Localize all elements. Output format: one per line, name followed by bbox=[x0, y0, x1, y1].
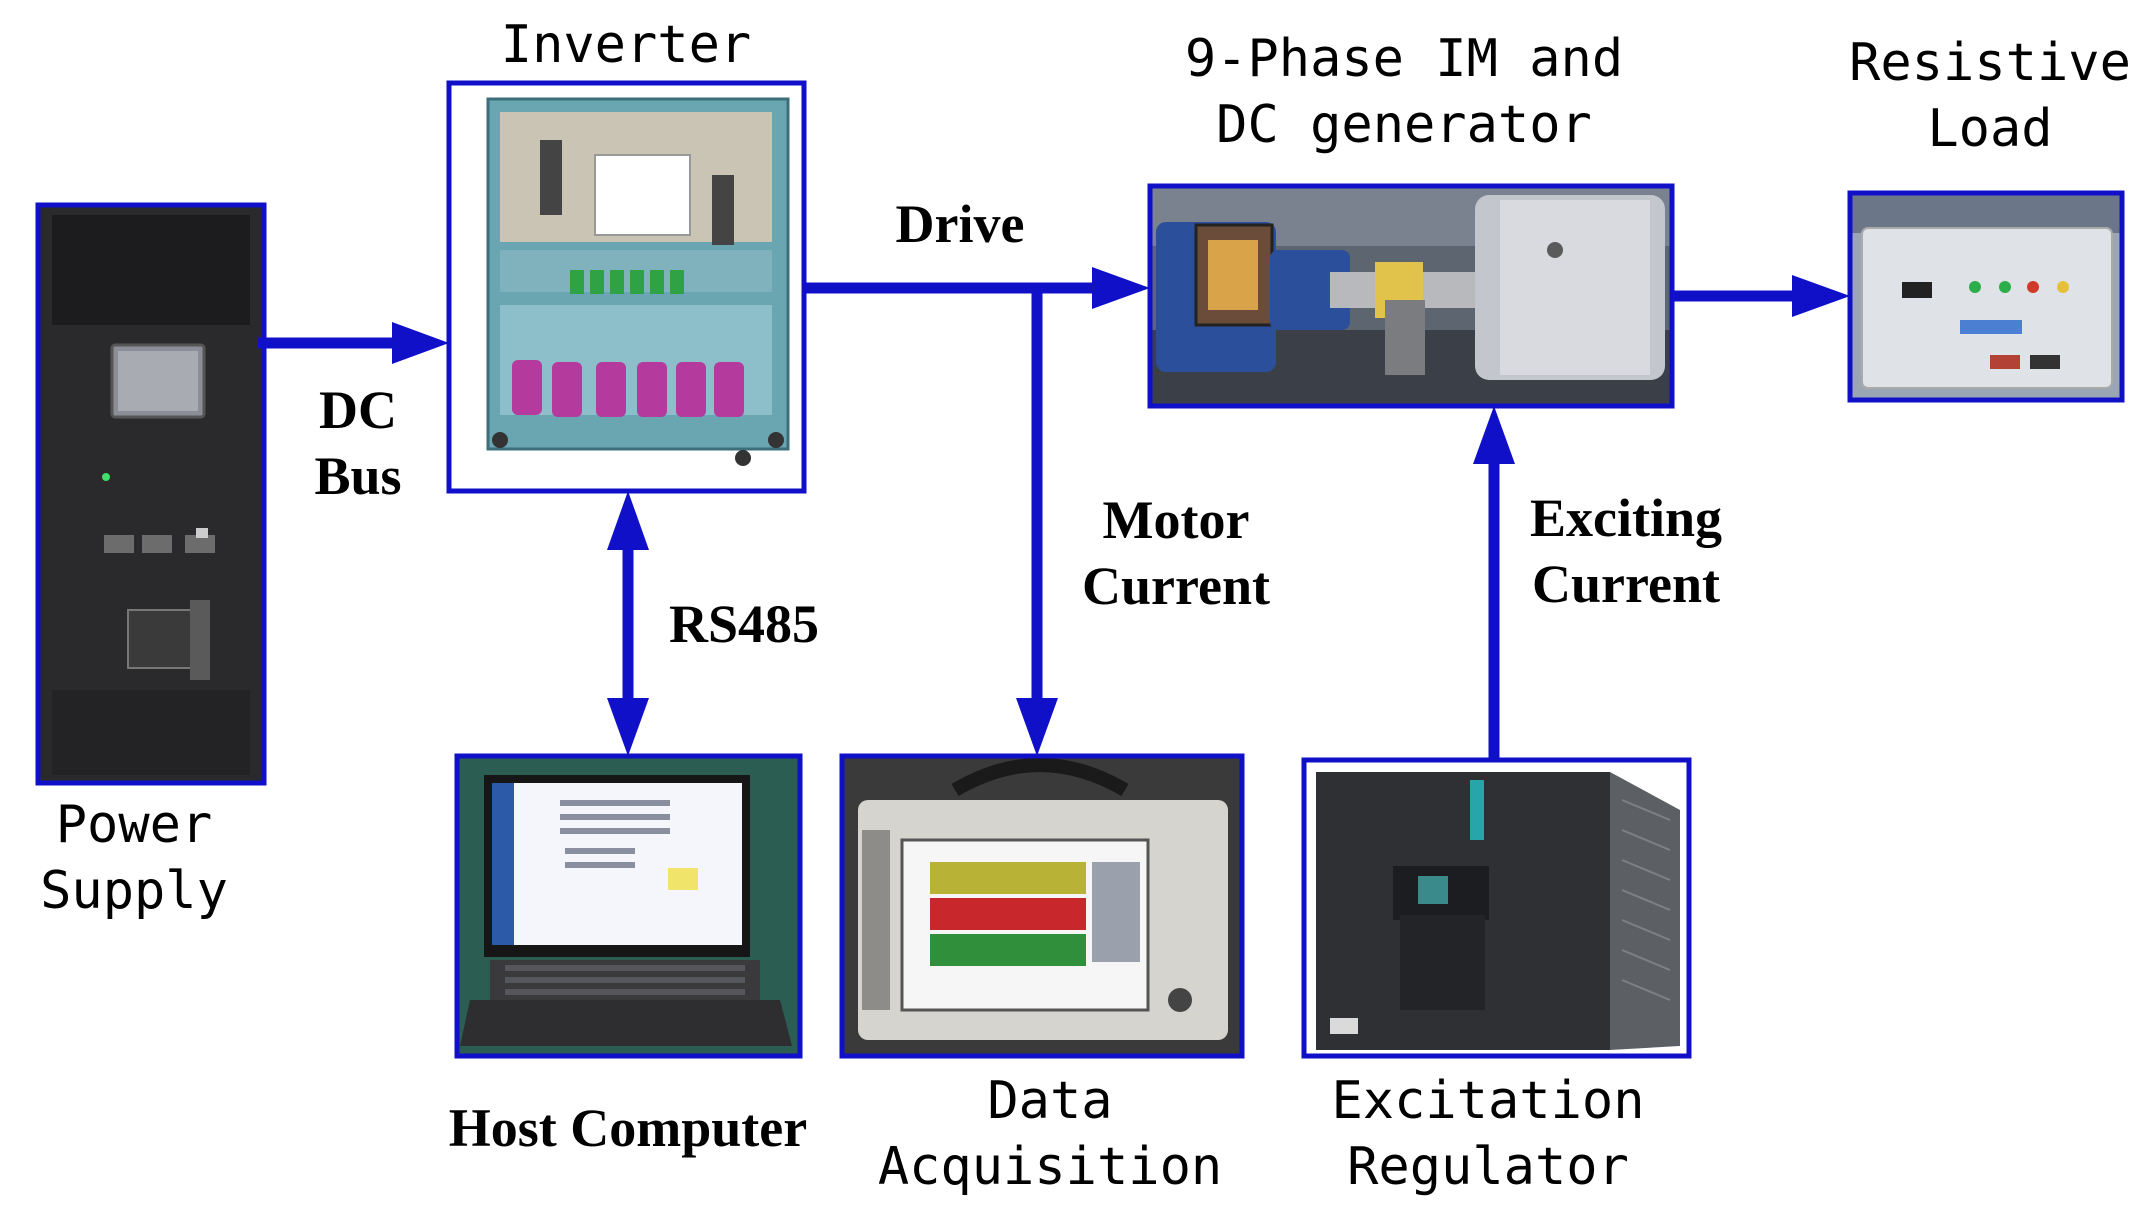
power-label-line1: Power bbox=[56, 795, 213, 855]
inverter-label: Inverter bbox=[501, 15, 751, 75]
excitation-label-line2: Regulator bbox=[1347, 1137, 1629, 1197]
daq-label-line1: Data bbox=[987, 1071, 1112, 1131]
data-acquisition-block bbox=[839, 753, 1245, 1059]
dc-bus-label-line1: DC bbox=[319, 380, 397, 440]
load-label-line2: Load bbox=[1927, 99, 2052, 159]
exciting-current-label-line1: Exciting bbox=[1530, 488, 1722, 548]
excitation-label-line1: Excitation bbox=[1331, 1071, 1644, 1131]
motor-current-arrowhead bbox=[1016, 698, 1058, 756]
rs485-label: RS485 bbox=[669, 594, 819, 654]
motor-current-label-line1: Motor bbox=[1103, 490, 1250, 550]
drive-arrowhead bbox=[1092, 267, 1150, 309]
dc-bus-arrowhead bbox=[392, 322, 449, 364]
rs485-arrowhead-down bbox=[607, 698, 649, 756]
drive-label: Drive bbox=[896, 194, 1025, 254]
dc-bus-label-line2: Bus bbox=[314, 446, 401, 506]
motor-current-label-line2: Current bbox=[1082, 556, 1270, 616]
exciting-current-label-line2: Current bbox=[1532, 554, 1720, 614]
resistive-load-block bbox=[1847, 190, 2125, 403]
excitation-regulator-block bbox=[1301, 757, 1692, 1059]
motor-label-line2: DC generator bbox=[1216, 95, 1592, 155]
motor-label-line1: 9-Phase IM and bbox=[1185, 29, 1623, 89]
motor-block bbox=[1147, 183, 1675, 409]
load-arrowhead bbox=[1792, 275, 1850, 317]
host-computer-label: Host Computer bbox=[449, 1098, 807, 1158]
inverter-block bbox=[446, 80, 807, 494]
host-computer-frame bbox=[454, 753, 803, 1059]
power-supply-frame bbox=[35, 202, 267, 786]
load-label-line1: Resistive bbox=[1849, 33, 2131, 93]
daq-label-line2: Acquisition bbox=[878, 1137, 1222, 1197]
power-label-line2: Supply bbox=[40, 861, 228, 921]
resistive-load-frame bbox=[1847, 190, 2125, 403]
exciting-current-arrowhead bbox=[1473, 406, 1515, 464]
data-acquisition-frame bbox=[839, 753, 1245, 1059]
rs485-arrowhead-up bbox=[607, 491, 649, 550]
power-supply-block bbox=[35, 202, 267, 786]
host-computer-block bbox=[454, 753, 803, 1059]
